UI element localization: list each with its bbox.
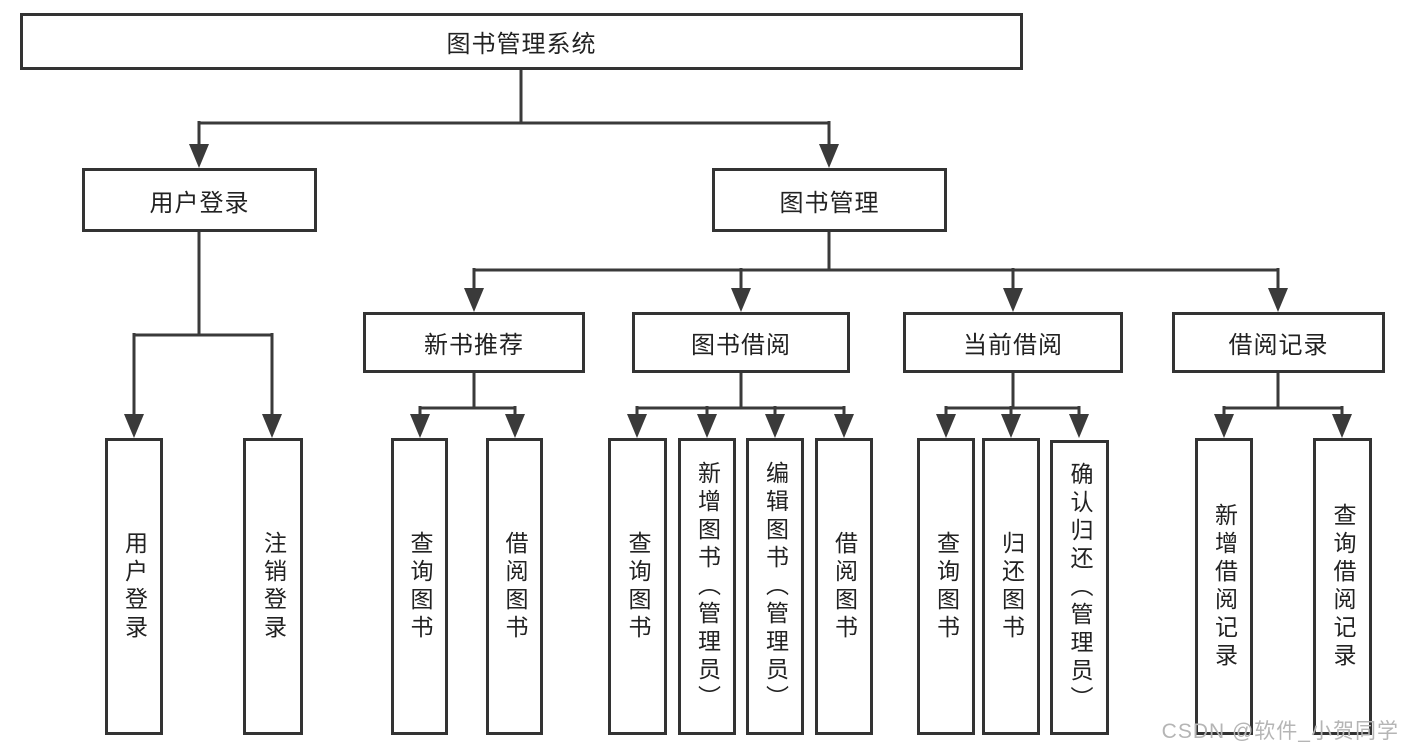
node-label: 新增借阅记录	[1211, 502, 1238, 671]
leaf-add-borrow-record: 新增借阅记录	[1195, 438, 1253, 735]
leaf-query-books-borrow: 查询图书	[608, 438, 667, 735]
leaf-borrow-books-borrow: 借阅图书	[815, 438, 873, 735]
leaf-query-books-newbook: 查询图书	[391, 438, 448, 735]
leaf-query-books-current: 查询图书	[917, 438, 975, 735]
node-label: 注销登录	[260, 530, 287, 643]
node-new-book-recommend: 新书推荐	[363, 312, 585, 373]
node-label: 编辑图书（管理员）	[762, 460, 789, 713]
node-label: 图书管理	[779, 189, 880, 217]
leaf-borrow-books-newbook: 借阅图书	[486, 438, 543, 735]
node-label: 用户登录	[121, 530, 148, 643]
leaf-confirm-return-admin: 确认归还（管理员）	[1050, 440, 1109, 735]
node-label: 借阅记录	[1228, 332, 1329, 359]
node-label: 借阅图书	[831, 530, 858, 643]
node-label: 新书推荐	[424, 332, 524, 359]
node-book-borrow: 图书借阅	[632, 312, 850, 373]
leaf-logout: 注销登录	[243, 438, 303, 735]
node-user-login: 用户登录	[82, 168, 317, 232]
node-book-management: 图书管理	[712, 168, 947, 232]
leaf-add-book-admin: 新增图书（管理员）	[678, 438, 736, 735]
node-label: 确认归还（管理员）	[1067, 461, 1093, 714]
leaf-query-borrow-record: 查询借阅记录	[1313, 438, 1372, 735]
node-label: 查询图书	[933, 530, 960, 643]
leaf-edit-book-admin: 编辑图书（管理员）	[746, 438, 804, 735]
node-current-borrow: 当前借阅	[903, 312, 1123, 373]
leaf-return-books: 归还图书	[982, 438, 1040, 735]
node-label: 查询图书	[407, 530, 433, 643]
node-borrow-record: 借阅记录	[1172, 312, 1385, 373]
node-label: 查询借阅记录	[1330, 502, 1356, 671]
node-label: 用户登录	[149, 189, 250, 217]
node-label: 图书借阅	[691, 332, 791, 359]
node-label: 归还图书	[998, 530, 1025, 643]
node-label: 新增图书（管理员）	[694, 460, 721, 713]
leaf-user-login: 用户登录	[105, 438, 163, 735]
watermark: CSDN @软件_小贺同学	[1161, 720, 1399, 743]
node-root-system: 图书管理系统	[20, 13, 1023, 70]
node-label: 借阅图书	[502, 530, 528, 643]
node-label: 图书管理系统	[446, 31, 597, 58]
node-label: 查询图书	[625, 530, 651, 643]
node-label: 当前借阅	[963, 332, 1063, 359]
arrowhead-icons	[124, 144, 1352, 438]
